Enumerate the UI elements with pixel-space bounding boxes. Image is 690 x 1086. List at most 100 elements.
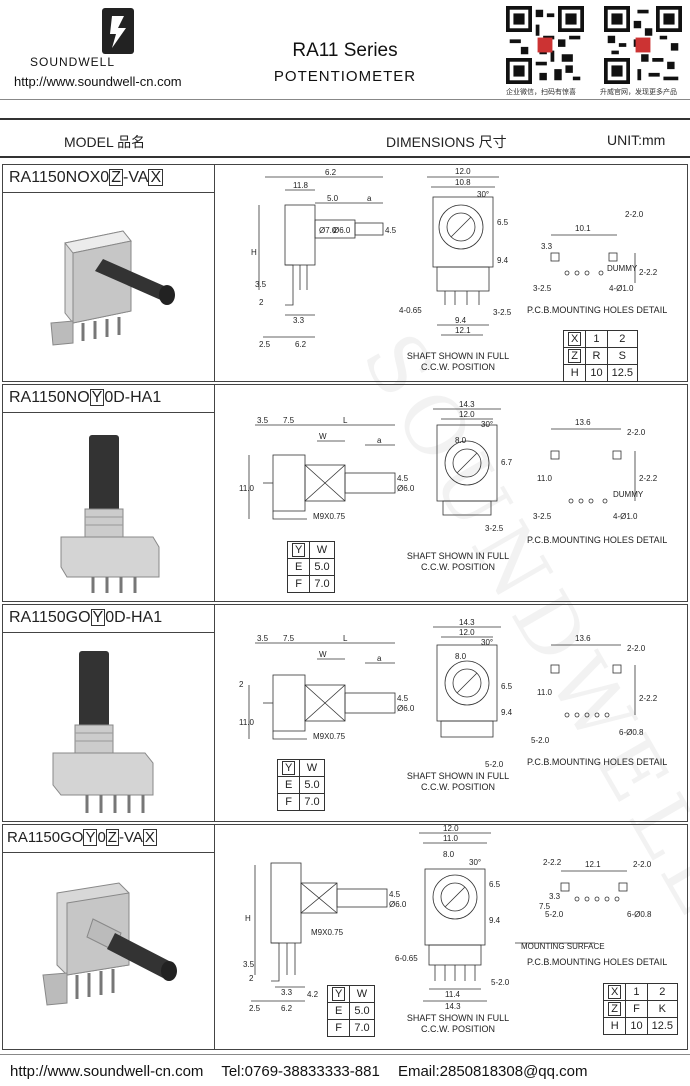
model-text: RA1150NOX0 — [9, 169, 110, 186]
dim-label: M9X0.75 — [311, 928, 344, 937]
product-photo — [3, 413, 215, 601]
table-cell: Z — [608, 1002, 622, 1016]
dim-label: M9X0.75 — [313, 732, 346, 741]
table-cell: 5.0 — [299, 776, 325, 794]
dim-label: 5.0 — [327, 194, 339, 203]
shaft-caption: SHAFT SHOWN IN FULL C.C.W. POSITION — [403, 351, 513, 373]
dim-label: 30° — [469, 858, 481, 867]
header-website: http://www.soundwell-cn.com — [14, 74, 182, 89]
model-text: 0D-HA1 — [104, 389, 162, 406]
dim-label: 6.7 — [501, 458, 513, 467]
series-subtitle: POTENTIOMETER — [273, 68, 417, 85]
table-cell: Y — [292, 543, 306, 557]
model-variable-box: X — [148, 169, 164, 186]
model-text: -VA — [118, 829, 143, 846]
model-text: RA1150GO — [7, 829, 84, 846]
dim-label: Ø7.0 — [319, 226, 337, 235]
dim-label: 12.1 — [455, 326, 471, 335]
footer-email[interactable]: Email:2850818308@qq.com — [397, 1063, 588, 1080]
caption-line: C.C.W. POSITION — [420, 362, 495, 372]
potentiometer-photo-icon — [52, 651, 154, 813]
footer-tel: Tel:0769-38833333-881 — [221, 1063, 380, 1080]
dim-label: 7.5 — [539, 902, 551, 911]
table-cell: S — [606, 347, 639, 365]
dim-label: 14.3 — [459, 618, 475, 627]
shaft-caption: SHAFT SHOWN IN FULL C.C.W. POSITION — [403, 1013, 513, 1035]
dimension-drawing: 12.0 11.0 8.0 30° 6.5 9.4 6-0.65 11.4 14… — [215, 824, 687, 1049]
table-header: MODEL 品名 DIMENSIONS 尺寸 UNIT:mm — [0, 118, 690, 158]
page-header: SOUNDWELL http://www.soundwell-cn.com RA… — [0, 0, 690, 100]
table-cell: K — [646, 1000, 679, 1018]
dim-label: 3.3 — [281, 988, 293, 997]
shaft-caption: SHAFT SHOWN IN FULL C.C.W. POSITION — [403, 551, 513, 573]
table-cell: E — [326, 1002, 351, 1020]
dim-label: a — [367, 194, 372, 203]
dim-label: 4.5 — [385, 226, 397, 235]
dim-label: 12.1 — [585, 860, 601, 869]
dim-label: 8.0 — [455, 436, 467, 445]
dim-label: 3.3 — [293, 316, 305, 325]
dim-label: H — [251, 248, 257, 257]
dim-label: DUMMY — [607, 264, 638, 273]
table-cell: 2 — [646, 983, 679, 1001]
dim-label: 5-2.0 — [531, 736, 550, 745]
dim-label: 11.0 — [239, 718, 255, 727]
table-cell: 5.0 — [349, 1002, 375, 1020]
dim-label: 3.5 — [257, 416, 269, 425]
model-variable-box: Y — [89, 389, 105, 406]
dimension-drawing: 6.2 11.8 5.0 a H 3.5 2 3.3 2.5 6.2 Ø7.0 … — [215, 165, 687, 382]
model-text: 0D-HA1 — [105, 609, 163, 626]
table-cell: H — [562, 364, 587, 382]
dim-label: 4-Ø1.0 — [609, 284, 634, 293]
table-cell: E — [276, 776, 301, 794]
dim-label: 6.2 — [281, 1004, 293, 1013]
dim-label: 6-Ø0.8 — [619, 728, 644, 737]
dim-label: 11.0 — [537, 688, 553, 697]
table-cell: H — [602, 1017, 627, 1035]
dim-label: 9.4 — [501, 708, 513, 717]
product-photo — [3, 633, 215, 821]
mounting-surface-label: MOUNTING SURFACE — [521, 942, 605, 951]
table-cell: 12.5 — [606, 364, 639, 382]
caption-line: SHAFT SHOWN IN FULL — [406, 351, 510, 361]
caption-line: C.C.W. POSITION — [420, 1024, 495, 1034]
table-cell: 1 — [585, 330, 608, 348]
dim-label: 2 — [239, 680, 244, 689]
dim-label: 6.2 — [295, 340, 307, 349]
table-cell: X — [608, 985, 622, 999]
dim-label: 12.0 — [459, 628, 475, 637]
dim-label: 6-0.65 — [395, 954, 418, 963]
dim-label: 2-2.0 — [633, 860, 652, 869]
dim-label: 8.0 — [443, 850, 455, 859]
dim-label: 30° — [481, 420, 493, 429]
dim-label: 14.3 — [459, 400, 475, 409]
dim-label: 6.5 — [489, 880, 501, 889]
dim-label: 2.5 — [249, 1004, 261, 1013]
dim-label: 6.5 — [497, 218, 509, 227]
dim-label: 4.5 — [389, 890, 401, 899]
table-cell: W — [349, 985, 375, 1003]
column-model: MODEL 品名 — [64, 134, 146, 150]
caption-line: SHAFT SHOWN IN FULL — [406, 551, 510, 561]
dim-label: 30° — [477, 190, 489, 199]
table-cell: 1 — [625, 983, 648, 1001]
dim-label: 12.0 — [443, 825, 459, 833]
dim-label: Ø6.0 — [397, 704, 415, 713]
dim-label: W — [319, 650, 327, 659]
footer-website[interactable]: http://www.soundwell-cn.com — [10, 1063, 204, 1080]
technical-drawing: 3.5 7.5 W L a 4.5 Ø6.0 11.0 M9X0.75 14.3… — [239, 400, 658, 533]
potentiometer-photo-icon — [60, 435, 160, 593]
table-cell: R — [585, 347, 608, 365]
table-cell: 2 — [606, 330, 639, 348]
caption-line: SHAFT SHOWN IN FULL — [406, 771, 510, 781]
table-cell: F — [286, 575, 311, 593]
